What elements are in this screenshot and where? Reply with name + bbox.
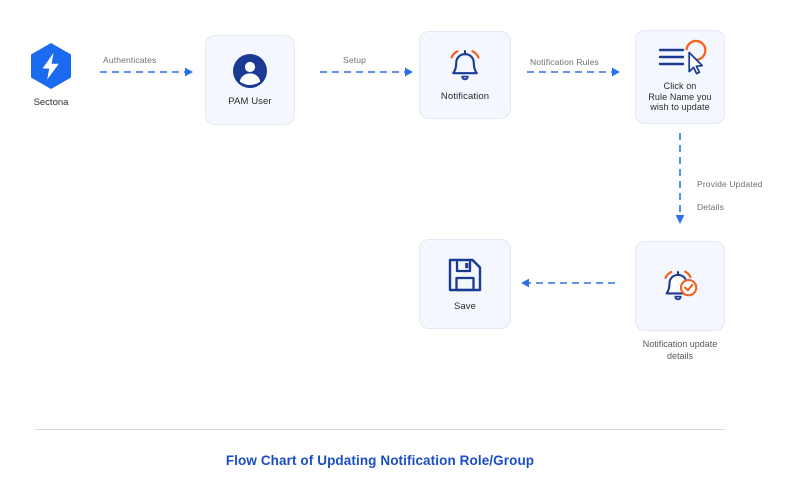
node-click-rule-name-label-line2: Rule Name you: [648, 91, 712, 102]
node-pam-user-label: PAM User: [228, 95, 272, 107]
node-save-label: Save: [453, 300, 477, 312]
node-notification-update-details-caption: Notification update details: [615, 339, 745, 362]
edge-label-provide-updated-details-line2: Details: [697, 202, 725, 213]
floppy-disk-save-icon: [446, 256, 484, 294]
node-notification-update-details-caption-line2: details: [666, 350, 693, 361]
node-sectona: Sectona: [24, 42, 78, 108]
edge-label-provide-updated-details-line1: Provide Updated: [697, 179, 763, 190]
edge-arrow-pam-user-to-notification: [320, 67, 413, 77]
footer-divider: [35, 429, 725, 430]
page-title: Flow Chart of Updating Notification Role…: [225, 453, 535, 468]
node-pam-user[interactable]: PAM User: [205, 35, 295, 125]
node-click-rule-name-label-line3: wish to update: [650, 102, 710, 113]
node-sectona-label: Sectona: [33, 97, 69, 108]
edge-label-authenticates: Authenticates: [103, 55, 157, 65]
edge-arrow-update-details-to-save: [521, 278, 615, 288]
user-avatar-icon: [232, 53, 268, 89]
node-notification-label: Notification: [440, 90, 490, 102]
node-notification-update-details[interactable]: [635, 241, 725, 331]
edge-arrow-sectona-to-pam-user: [100, 67, 193, 77]
edge-label-setup: Setup: [343, 55, 366, 65]
node-click-rule-name-label: Click on Rule Name you wish to update: [648, 81, 711, 114]
node-click-rule-name[interactable]: Click on Rule Name you wish to update: [635, 30, 725, 124]
list-cursor-click-icon: [656, 39, 707, 75]
edge-arrow-notification-to-rules: [527, 67, 620, 77]
edge-label-provide-updated-details: Provide Updated Details: [697, 168, 763, 214]
node-click-rule-name-label-line1: Click on: [663, 80, 697, 91]
edge-arrow-rules-to-update-details: [675, 133, 685, 224]
edge-label-notification-rules: Notification Rules: [530, 57, 599, 67]
node-save[interactable]: Save: [419, 239, 511, 329]
bell-ringing-icon: [445, 48, 485, 84]
node-notification[interactable]: Notification: [419, 31, 511, 119]
node-notification-update-details-caption-line1: Notification update: [642, 339, 718, 349]
bell-check-icon: [658, 267, 702, 305]
sectona-hexagon-bolt-logo: [29, 42, 73, 90]
